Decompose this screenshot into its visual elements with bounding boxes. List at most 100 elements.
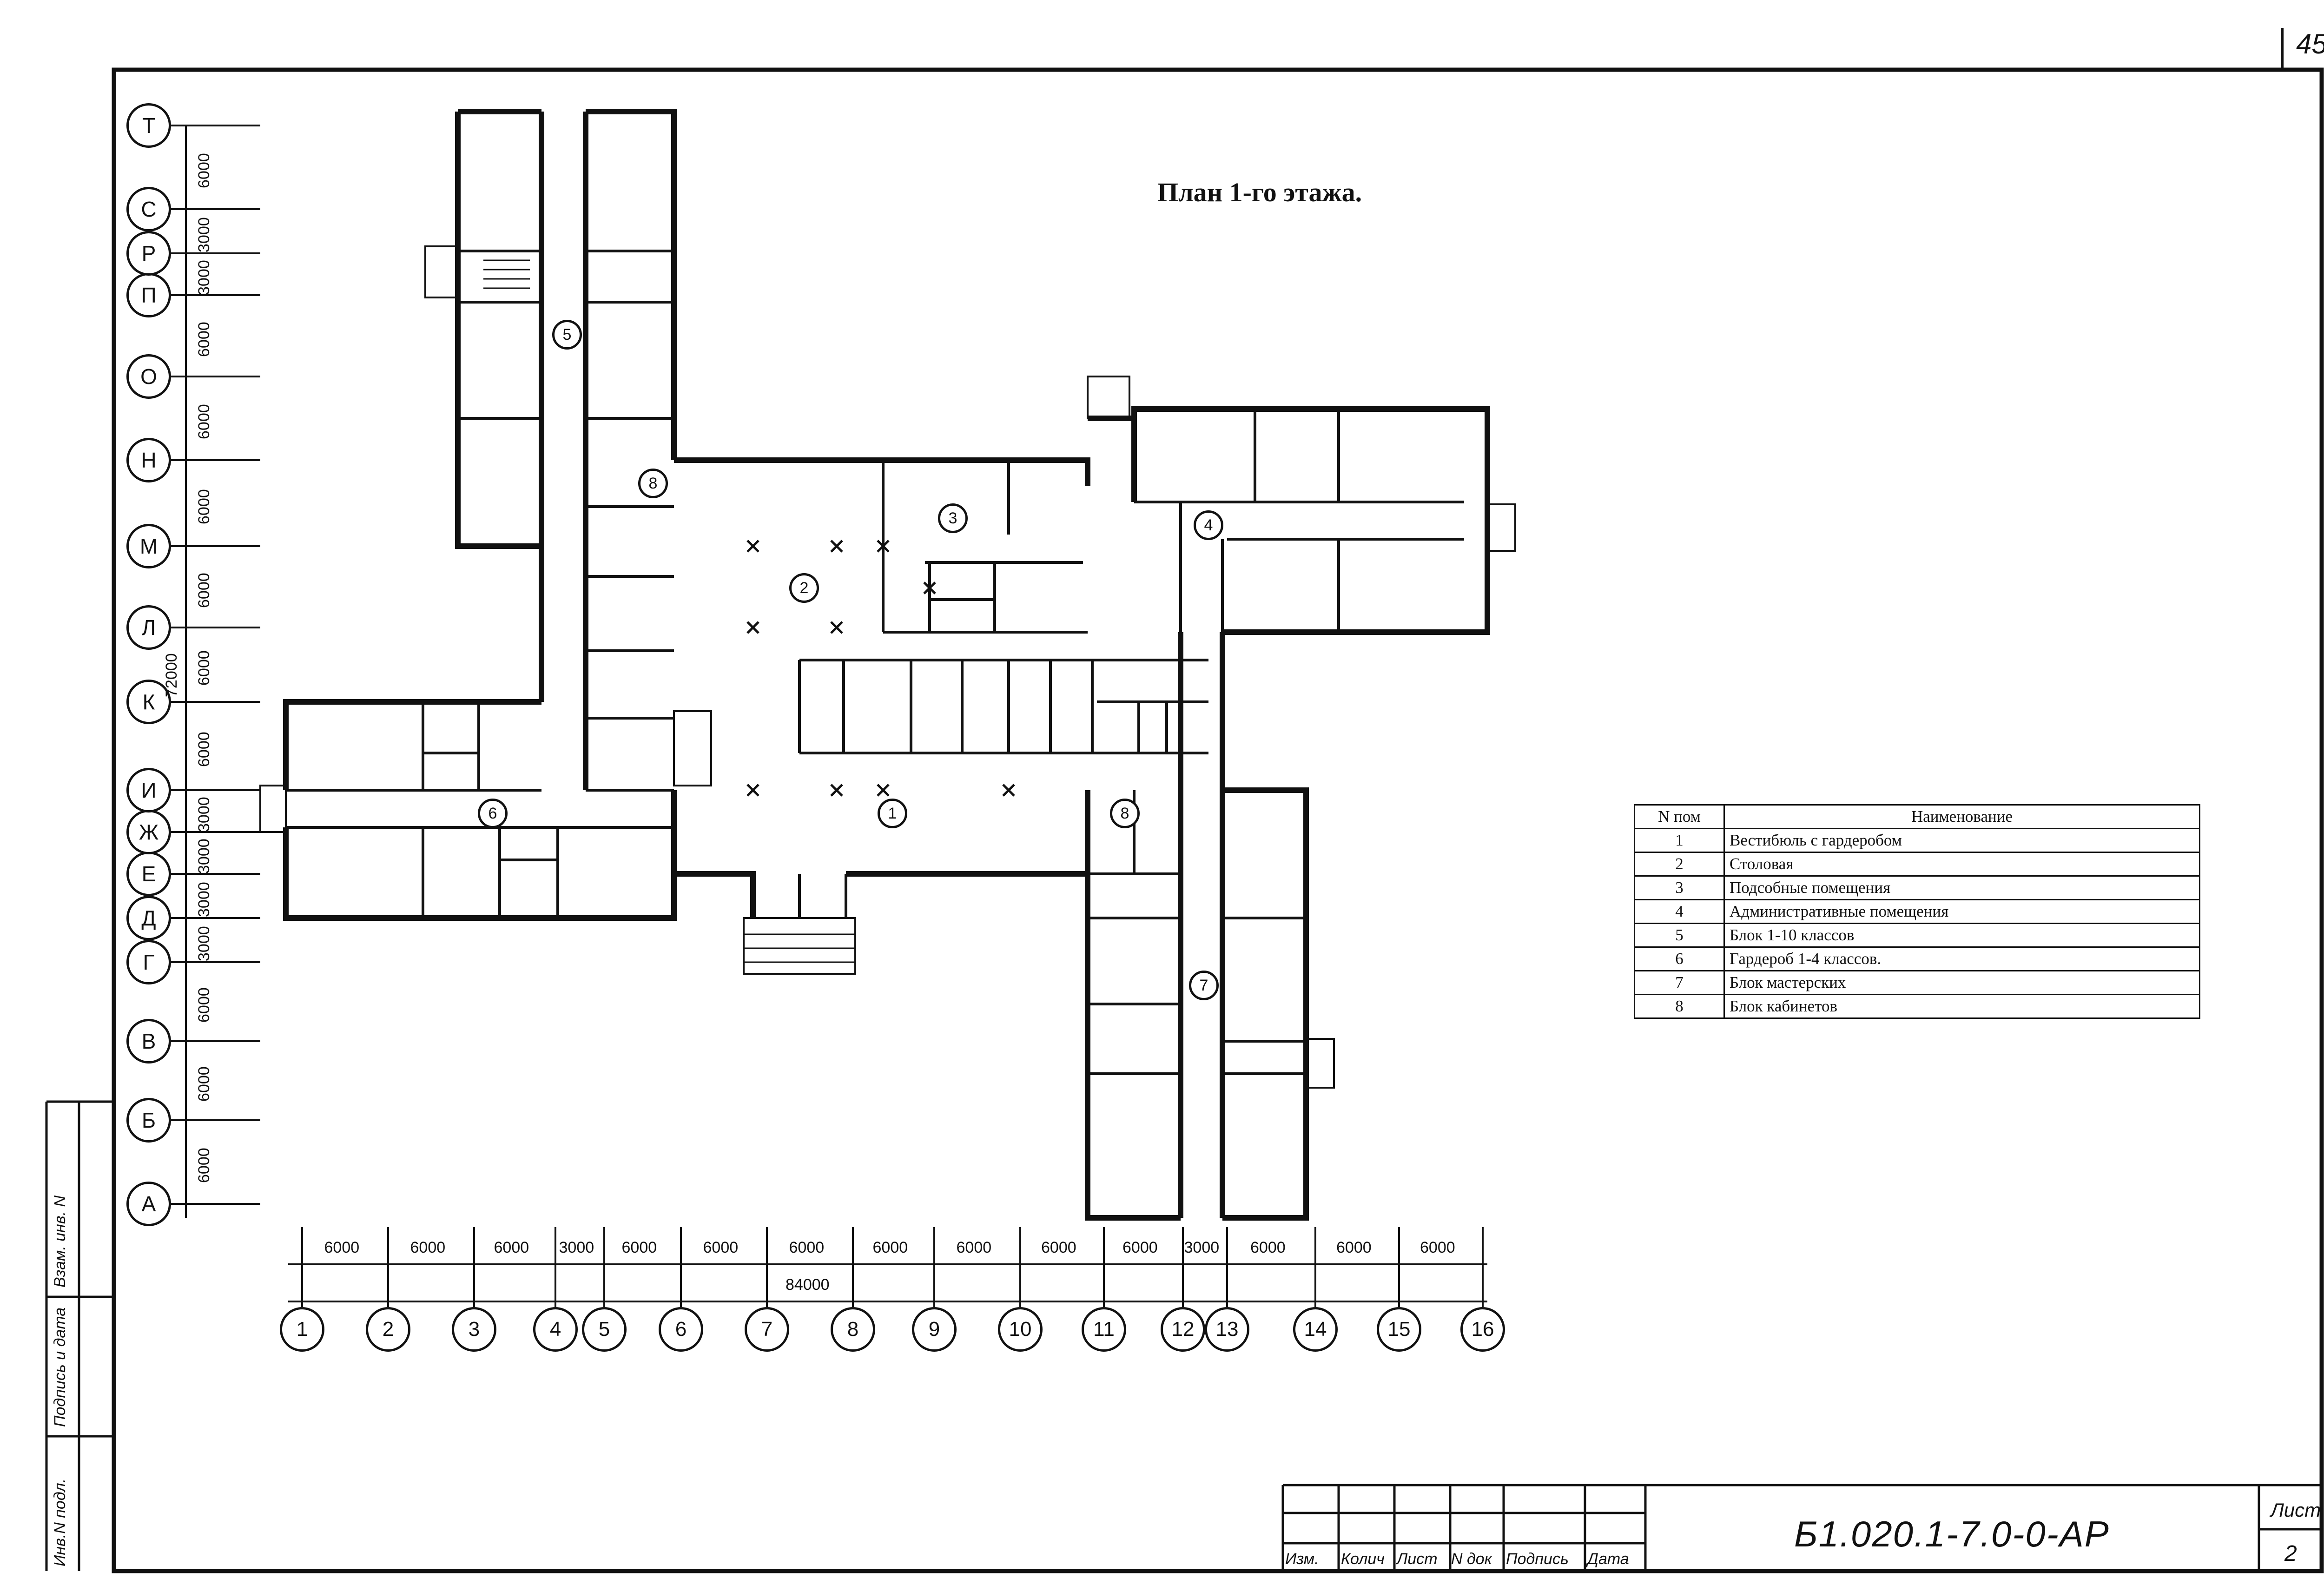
axis-letter-bubble: Б bbox=[126, 1098, 171, 1143]
legend-room-number: 6 bbox=[1634, 946, 1725, 971]
legend-room-name: Гардероб 1-4 классов. bbox=[1723, 946, 2200, 971]
horizontal-dimension-value: 6000 bbox=[410, 1239, 446, 1256]
tb-col-podpis: Подпись bbox=[1506, 1550, 1569, 1568]
legend-room-name: Блок 1-10 классов bbox=[1723, 923, 2200, 948]
horizontal-dimension-total: 84000 bbox=[786, 1276, 830, 1294]
axis-letter-bubble: П bbox=[126, 273, 171, 317]
legend-room-name: Административные помещения bbox=[1723, 899, 2200, 924]
legend-room-name: Блок кабинетов bbox=[1723, 994, 2200, 1019]
horizontal-dimension-value: 6000 bbox=[1041, 1239, 1076, 1256]
tb-col-data: Дата bbox=[1587, 1550, 1629, 1568]
axis-letter-bubble: Т bbox=[126, 103, 171, 148]
column-mark bbox=[923, 581, 936, 595]
legend-header-num: N пом bbox=[1634, 804, 1725, 829]
legend-header-name: Наименование bbox=[1723, 804, 2200, 829]
vertical-dimension-value: 3000 bbox=[195, 881, 213, 917]
axis-number-bubble: 15 bbox=[1377, 1307, 1421, 1352]
horizontal-dimension-value: 6000 bbox=[1122, 1239, 1158, 1256]
axis-number-bubble: 11 bbox=[1082, 1307, 1126, 1352]
vertical-dimension-total: 72000 bbox=[163, 653, 180, 697]
tb-col-kol: Колич bbox=[1341, 1550, 1385, 1568]
axis-number-bubble: 6 bbox=[659, 1307, 703, 1352]
axis-number-bubble: 14 bbox=[1293, 1307, 1338, 1352]
horizontal-dimension-value: 6000 bbox=[872, 1239, 908, 1256]
tb-col-ndok: N док bbox=[1451, 1550, 1492, 1568]
column-mark bbox=[877, 784, 890, 797]
axis-number-bubble: 1 bbox=[280, 1307, 324, 1352]
axis-letter-bubble: Л bbox=[126, 605, 171, 650]
axis-number-bubble: 3 bbox=[452, 1307, 496, 1352]
horizontal-dimension-value: 6000 bbox=[789, 1239, 825, 1256]
vertical-dimension-value: 6000 bbox=[195, 1066, 213, 1102]
room-marker: 8 bbox=[1110, 799, 1140, 828]
axis-letter-bubble: И bbox=[126, 768, 171, 813]
horizontal-dimension-value: 3000 bbox=[559, 1239, 594, 1256]
room-marker: 6 bbox=[478, 799, 508, 828]
legend-room-number: 1 bbox=[1634, 828, 1725, 853]
vertical-dimension-value: 6000 bbox=[195, 572, 213, 608]
room-marker: 5 bbox=[552, 320, 582, 350]
axis-number-bubble: 5 bbox=[582, 1307, 627, 1352]
vertical-dimension-value: 6000 bbox=[195, 1148, 213, 1183]
column-mark bbox=[1002, 784, 1015, 797]
axis-number-bubble: 9 bbox=[912, 1307, 957, 1352]
axis-number-bubble: 2 bbox=[366, 1307, 410, 1352]
horizontal-dimension-value: 6000 bbox=[494, 1239, 529, 1256]
horizontal-dimension-value: 6000 bbox=[956, 1239, 992, 1256]
legend-room-name: Блок мастерских bbox=[1723, 970, 2200, 995]
horizontal-dimension-value: 3000 bbox=[1184, 1239, 1220, 1256]
axis-letter-bubble: В bbox=[126, 1019, 171, 1064]
axis-letter-bubble: Г bbox=[126, 940, 171, 984]
drawing-title: План 1-го этажа. bbox=[1157, 177, 1362, 207]
room-marker: 7 bbox=[1189, 971, 1219, 1000]
axis-letter-bubble: Ж bbox=[126, 810, 171, 854]
vertical-dimension-value: 6000 bbox=[195, 489, 213, 524]
column-mark bbox=[830, 621, 843, 634]
vertical-dimension-value: 6000 bbox=[195, 404, 213, 439]
axis-letter-bubble: О bbox=[126, 354, 171, 399]
axis-letter-bubble: Н bbox=[126, 438, 171, 482]
sheet-number: 2 bbox=[2284, 1541, 2297, 1566]
legend-room-number: 8 bbox=[1634, 994, 1725, 1019]
axis-number-bubble: 13 bbox=[1205, 1307, 1249, 1352]
building-walls bbox=[259, 109, 1516, 1221]
vertical-dimension-value: 6000 bbox=[195, 732, 213, 767]
vertical-dimension-value: 6000 bbox=[195, 321, 213, 357]
column-mark bbox=[746, 540, 759, 553]
room-marker: 2 bbox=[789, 573, 819, 603]
axis-number-bubble: 4 bbox=[533, 1307, 578, 1352]
axis-number-bubble: 16 bbox=[1460, 1307, 1505, 1352]
side-stamp-sign: Подпись и дата bbox=[51, 1307, 69, 1427]
legend-header-row: N пом Наименование bbox=[1634, 804, 2200, 829]
horizontal-dimension-value: 6000 bbox=[703, 1239, 739, 1256]
horizontal-dimension-value: 6000 bbox=[621, 1239, 657, 1256]
column-mark bbox=[830, 540, 843, 553]
room-marker: 4 bbox=[1194, 510, 1223, 540]
axis-number-bubble: 12 bbox=[1161, 1307, 1205, 1352]
vertical-dimension-value: 3000 bbox=[195, 797, 213, 832]
vertical-dimension-value: 6000 bbox=[195, 153, 213, 188]
room-marker: 3 bbox=[938, 503, 968, 533]
axis-letter-bubble: К bbox=[126, 680, 171, 724]
horizontal-dimension-value: 6000 bbox=[1336, 1239, 1372, 1256]
tb-col-izm: Изм. bbox=[1285, 1550, 1319, 1568]
corner-page-number: 45 bbox=[2296, 28, 2324, 59]
drawing-code: Б1.020.1-7.0-0-АР bbox=[1794, 1513, 2110, 1554]
legend-room-number: 2 bbox=[1634, 852, 1725, 877]
side-stamp-lines bbox=[45, 1100, 114, 1571]
legend-room-name: Вестибюль с гардеробом bbox=[1723, 828, 2200, 853]
vertical-dimension-value: 6000 bbox=[195, 650, 213, 686]
sheet-label: Лист bbox=[2271, 1499, 2321, 1521]
vertical-dimension-value: 3000 bbox=[195, 839, 213, 874]
column-mark bbox=[877, 540, 890, 553]
axis-letter-bubble: Д bbox=[126, 896, 171, 940]
side-stamp-zam: Взам. инв. N bbox=[51, 1195, 69, 1288]
